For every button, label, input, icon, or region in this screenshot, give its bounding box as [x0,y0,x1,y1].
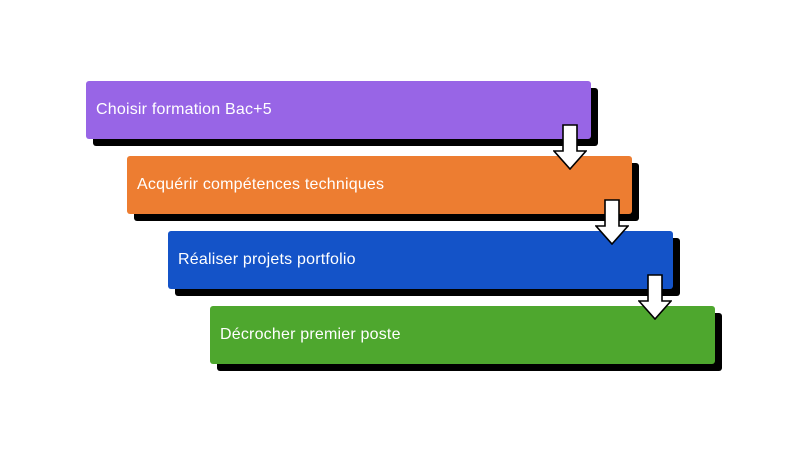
step-box-4: Décrocher premier poste [210,306,715,364]
step-box-1: Choisir formation Bac+5 [86,81,591,139]
step-4-label: Décrocher premier poste [220,326,401,343]
step-3-label: Réaliser projets portfolio [178,251,356,268]
step-2-label: Acquérir compétences techniques [137,176,385,193]
down-arrow-icon [595,199,629,245]
step-1-label: Choisir formation Bac+5 [96,101,272,118]
step-box-3: Réaliser projets portfolio [168,231,673,289]
step-box-2: Acquérir compétences techniques [127,156,632,214]
down-arrow-icon [553,124,587,170]
down-arrow-icon [638,274,672,320]
